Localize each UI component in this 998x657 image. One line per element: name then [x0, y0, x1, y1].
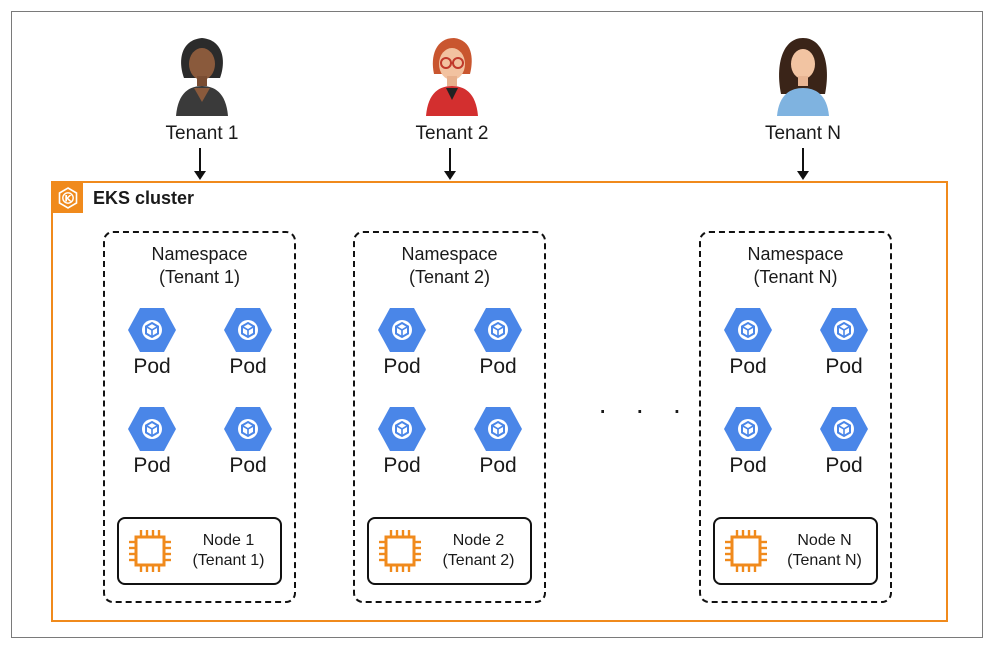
arrow-down	[797, 148, 809, 180]
namespace-title-line1: Namespace	[747, 244, 844, 264]
pod: Pod	[812, 405, 876, 478]
namespace-title-line2: (Tenant N)	[753, 267, 838, 287]
pod-icon	[820, 407, 868, 451]
pod-icon	[820, 308, 868, 352]
node-label-line1: Node 2	[452, 532, 505, 549]
person-with-glasses-avatar-icon	[426, 38, 478, 116]
pod-icon	[128, 407, 176, 451]
pod-label: Pod	[383, 355, 421, 378]
cluster-title: EKS cluster	[93, 188, 195, 208]
tenant-1: Tenant 1	[122, 34, 282, 145]
pod-icon	[724, 308, 772, 352]
namespace-title: Namespace (Tenant 2)	[355, 243, 544, 289]
eks-kubernetes-icon: K	[53, 183, 83, 213]
arrow-down	[444, 148, 456, 180]
node-tenant-2: Node 2 (Tenant 2)	[367, 517, 532, 585]
svg-text:K: K	[65, 195, 73, 205]
pod: Pod	[716, 306, 780, 379]
namespace-title: Namespace (Tenant N)	[701, 243, 890, 289]
node-label: Node 1 (Tenant 1)	[181, 531, 276, 571]
pod-icon	[128, 308, 176, 352]
person-long-hair-avatar-icon	[777, 38, 829, 116]
person-avatar-icon	[176, 38, 228, 116]
tenant-label: Tenant 1	[165, 123, 239, 144]
namespace-tenant-n: Namespace (Tenant N) Pod Pod Pod Pod Nod…	[699, 231, 892, 603]
node-label: Node 2 (Tenant 2)	[431, 531, 526, 571]
node-label: Node N (Tenant N)	[777, 531, 872, 571]
node-tenant-n: Node N (Tenant N)	[713, 517, 878, 585]
pod-icon	[474, 407, 522, 451]
more-namespaces-ellipsis: · · ·	[598, 394, 692, 425]
tenant-label: Tenant N	[764, 123, 842, 144]
pod-icon	[378, 407, 426, 451]
namespace-title-line1: Namespace	[151, 244, 248, 264]
node-label-line1: Node 1	[202, 532, 255, 549]
node-label-line1: Node N	[797, 532, 852, 549]
pod-label: Pod	[133, 355, 171, 378]
compute-chip-icon	[129, 530, 171, 572]
pod-label: Pod	[229, 454, 267, 477]
namespace-tenant-2: Namespace (Tenant 2) Pod Pod Pod Pod Nod…	[353, 231, 546, 603]
compute-chip-icon	[725, 530, 767, 572]
node-label-line2: (Tenant 1)	[192, 552, 265, 569]
tenant-n: Tenant N	[723, 34, 883, 145]
pod-label: Pod	[825, 355, 863, 378]
pod: Pod	[120, 306, 184, 379]
pod-label: Pod	[825, 454, 863, 477]
pod-label: Pod	[729, 355, 767, 378]
pod-label: Pod	[383, 454, 421, 477]
pod-label: Pod	[729, 454, 767, 477]
namespace-title-line1: Namespace	[401, 244, 498, 264]
pod: Pod	[120, 405, 184, 478]
pod: Pod	[812, 306, 876, 379]
pod-label: Pod	[229, 355, 267, 378]
pod-icon	[224, 308, 272, 352]
pod-icon	[474, 308, 522, 352]
pod-label: Pod	[479, 454, 517, 477]
pod: Pod	[466, 405, 530, 478]
compute-chip-icon	[379, 530, 421, 572]
pod: Pod	[216, 306, 280, 379]
pod: Pod	[716, 405, 780, 478]
pod: Pod	[466, 306, 530, 379]
arrow-down	[194, 148, 206, 180]
pod-icon	[378, 308, 426, 352]
tenant-2: Tenant 2	[372, 34, 532, 145]
pod: Pod	[370, 306, 434, 379]
namespace-tenant-1: Namespace (Tenant 1) Pod Pod Pod Pod Nod…	[103, 231, 296, 603]
pod-label: Pod	[479, 355, 517, 378]
pod: Pod	[216, 405, 280, 478]
pod-icon	[724, 407, 772, 451]
namespace-title-line2: (Tenant 1)	[158, 267, 241, 287]
eks-cluster: K EKS cluster Namespace (Tenant 1) Pod P…	[51, 181, 948, 622]
namespace-title: Namespace (Tenant 1)	[105, 243, 294, 289]
tenant-label: Tenant 2	[415, 123, 489, 144]
node-label-line2: (Tenant 2)	[442, 552, 515, 569]
node-label-line2: (Tenant N)	[787, 552, 862, 569]
node-tenant-1: Node 1 (Tenant 1)	[117, 517, 282, 585]
pod: Pod	[370, 405, 434, 478]
pod-icon	[224, 407, 272, 451]
pod-label: Pod	[133, 454, 171, 477]
namespace-title-line2: (Tenant 2)	[408, 267, 491, 287]
